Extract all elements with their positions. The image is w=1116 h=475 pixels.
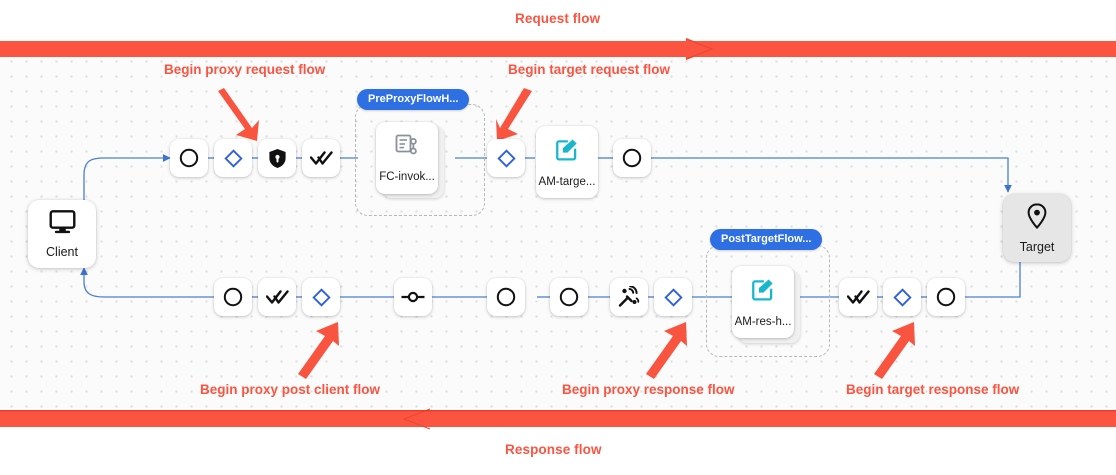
callout-arrow-begin-proxy-post-client-flow (298, 322, 339, 379)
node-res-target-start[interactable] (927, 278, 965, 316)
diamond-icon (311, 287, 331, 307)
policy-fc-invoke[interactable]: FC-invok... (376, 122, 438, 194)
endpoint-target-label: Target (1019, 239, 1055, 254)
callout-begin-proxy-post-client-flow: Begin proxy post client flow (200, 382, 381, 397)
diamond-icon (892, 287, 912, 307)
diamond-icon (223, 148, 243, 168)
request-flow-label: Request flow (515, 11, 601, 26)
callout-arrow-begin-target-request-flow (496, 88, 532, 141)
node-req-checks[interactable] (302, 139, 340, 177)
monitor-icon (49, 209, 76, 239)
assign-message-icon (554, 136, 580, 167)
circle-icon (223, 287, 243, 307)
request-flow-arrow (0, 38, 1116, 60)
callout-begin-proxy-response-flow: Begin proxy response flow (562, 382, 735, 397)
circle-icon (496, 287, 516, 307)
double-check-icon (846, 289, 870, 305)
node-transit-icon (401, 289, 425, 305)
endpoint-target[interactable]: Target (1003, 194, 1071, 262)
node-req-security[interactable] (258, 139, 296, 177)
double-check-icon (265, 289, 289, 305)
callout-arrow-begin-proxy-request-flow (218, 88, 259, 141)
policy-am-target[interactable]: AM-targe... (536, 126, 598, 198)
callout-begin-target-response-flow: Begin target response flow (846, 382, 1020, 397)
circle-icon (179, 148, 199, 168)
diamond-icon (496, 148, 516, 168)
policy-am-target-label: AM-targe... (538, 176, 596, 188)
node-req-end[interactable] (613, 139, 651, 177)
node-req-target-hook[interactable] (487, 139, 525, 177)
group-chip-pre-proxy-flow-hook[interactable]: PreProxyFlowH... (357, 89, 470, 110)
shield-lock-icon (268, 148, 287, 169)
node-res-target-hook[interactable] (883, 278, 921, 316)
assign-message-icon (750, 276, 776, 307)
policy-am-res-h-label: AM-res-h... (734, 316, 792, 328)
node-res-proxy-hook[interactable] (654, 278, 692, 316)
callout-begin-proxy-request-flow: Begin proxy request flow (164, 62, 326, 77)
node-res-broadcast[interactable] (610, 278, 648, 316)
node-res-transit[interactable] (394, 278, 432, 316)
policy-am-res-h[interactable]: AM-res-h... (732, 266, 794, 338)
callout-arrow-begin-proxy-response-flow (646, 322, 687, 379)
dotted-grid-background (0, 50, 1116, 408)
node-req-start[interactable] (170, 139, 208, 177)
policy-fc-invoke-label: FC-invok... (379, 171, 435, 183)
group-chip-post-target-flow-hook[interactable]: PostTargetFlow... (710, 229, 823, 250)
node-req-proxy-hook[interactable] (214, 139, 252, 177)
circle-icon (936, 287, 956, 307)
double-check-icon (309, 150, 333, 166)
circle-icon (559, 287, 579, 307)
node-res-post-client[interactable] (302, 278, 340, 316)
response-flow-arrow (0, 408, 1116, 430)
node-res-client-checks[interactable] (258, 278, 296, 316)
broadcast-icon (618, 286, 640, 308)
flow-callout-icon (395, 133, 419, 162)
node-res-stage-a[interactable] (487, 278, 525, 316)
callout-arrow-begin-target-response-flow (874, 322, 915, 379)
node-res-client-end[interactable] (214, 278, 252, 316)
location-pin-icon (1027, 202, 1047, 234)
circle-icon (622, 148, 642, 168)
endpoint-client-label: Client (46, 244, 78, 259)
node-res-stage-b[interactable] (550, 278, 588, 316)
diamond-icon (663, 287, 683, 307)
response-flow-label: Response flow (505, 442, 602, 457)
callout-begin-target-request-flow: Begin target request flow (508, 62, 671, 77)
endpoint-client[interactable]: Client (28, 200, 96, 268)
node-res-target-checks[interactable] (839, 278, 877, 316)
